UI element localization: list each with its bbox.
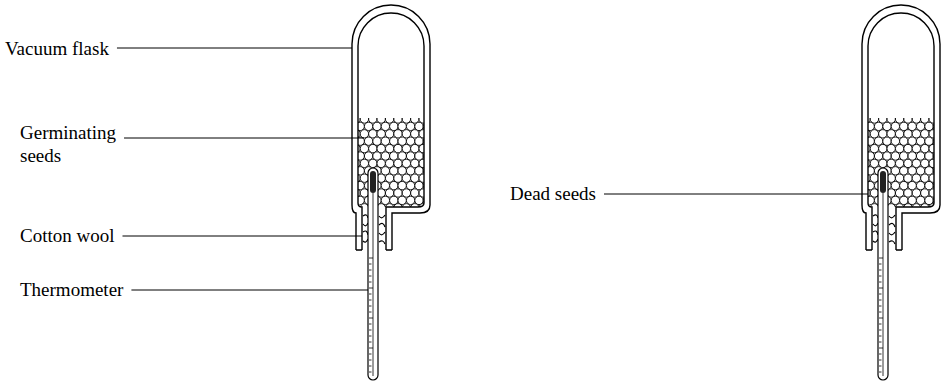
part-label: Vacuum flask <box>5 37 109 60</box>
leader-lines <box>117 48 868 290</box>
part-label: Cotton wool <box>20 224 114 247</box>
part-label: Germinating seeds <box>20 121 140 167</box>
part-label: Dead seeds <box>510 182 596 205</box>
part-label: Thermometer <box>20 278 123 301</box>
